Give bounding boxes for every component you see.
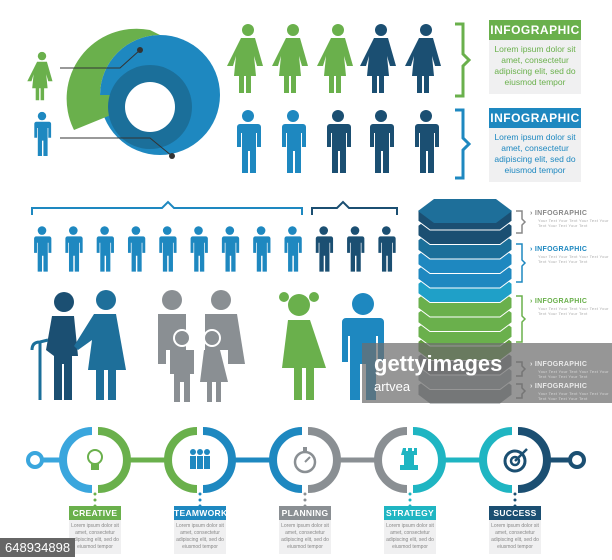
info-box-title: INFOGRAPHIC	[489, 108, 581, 128]
ring-left	[164, 427, 198, 493]
step-title: TEAMWORK	[174, 506, 228, 520]
ring-right	[202, 427, 236, 493]
ring-right	[517, 427, 551, 493]
connector-dot	[303, 498, 307, 502]
connector-dot	[303, 492, 307, 496]
step-title: SUCCESS	[489, 506, 541, 520]
boy-icon	[34, 111, 52, 156]
person-icon	[34, 226, 52, 272]
person-icon	[347, 226, 365, 272]
stack-top	[418, 199, 512, 223]
watermark: gettyimages artvea	[362, 343, 612, 403]
lightbulb-icon	[87, 449, 103, 470]
girl-large-icon	[279, 292, 326, 400]
bracket	[455, 22, 472, 98]
person-icon	[253, 226, 271, 272]
timeline-end	[568, 451, 586, 469]
target-icon	[503, 448, 528, 473]
team-icon	[190, 449, 210, 469]
image-id: 648934898	[0, 538, 76, 557]
timeline-start	[26, 451, 44, 469]
person-icon	[96, 226, 114, 272]
ring-right	[97, 427, 131, 493]
watermark-credit: artvea	[374, 379, 411, 394]
step-text: Lorem ipsum dolor sit amet, consectetur …	[174, 520, 226, 554]
step-text: Lorem ipsum dolor sit amet, consectetur …	[69, 520, 121, 554]
connector-dot	[198, 498, 202, 502]
small-men-row	[34, 226, 396, 272]
connector-dot	[93, 498, 97, 502]
bracket	[455, 108, 472, 180]
family-icon	[158, 290, 245, 402]
watermark-brand: gettyimages	[374, 351, 503, 376]
ring-right	[412, 427, 446, 493]
girl-icon	[27, 51, 53, 101]
person-icon	[378, 226, 396, 272]
stopwatch-icon	[293, 447, 317, 474]
connector-dot	[408, 492, 412, 496]
connector-dot	[408, 498, 412, 502]
person-icon	[315, 226, 334, 272]
info-box-blue: INFOGRAPHIC Lorem ipsum dolor sit amet, …	[489, 108, 581, 182]
women-row	[227, 24, 441, 93]
connector-dot	[513, 498, 517, 502]
info-box-text: Lorem ipsum dolor sit amet, consectetur …	[494, 132, 576, 175]
step-text: Lorem ipsum dolor sit amet, consectetur …	[384, 520, 436, 554]
person-icon	[65, 226, 83, 272]
step-title: CREATIVE	[69, 506, 121, 520]
donut-chart	[66, 28, 220, 155]
ring-left	[479, 427, 513, 493]
step-title: PLANNING	[279, 506, 331, 520]
person-icon	[221, 226, 240, 272]
ring-left	[269, 427, 303, 493]
person-icon	[190, 226, 208, 272]
info-box-title: INFOGRAPHIC	[489, 20, 581, 40]
step-text: Lorem ipsum dolor sit amet, consectetur …	[489, 520, 541, 554]
step-text: Lorem ipsum dolor sit amet, consectetur …	[279, 520, 331, 554]
step-title: STRATEGY	[384, 506, 436, 520]
person-icon	[127, 226, 146, 272]
men-row	[237, 110, 439, 173]
person-icon	[284, 226, 302, 272]
person-icon	[159, 226, 177, 272]
chess-rook-icon	[400, 448, 418, 470]
ring-left	[374, 427, 408, 493]
info-box-green: INFOGRAPHIC Lorem ipsum dolor sit amet, …	[489, 20, 581, 94]
ring-left	[59, 427, 93, 493]
connector-dot	[93, 492, 97, 496]
connector-dot	[513, 492, 517, 496]
ring-right	[307, 427, 341, 493]
info-box-text: Lorem ipsum dolor sit amet, consectetur …	[494, 44, 576, 87]
elderly-couple-icon	[30, 290, 126, 400]
timeline	[26, 427, 586, 514]
connector-dot	[198, 492, 202, 496]
